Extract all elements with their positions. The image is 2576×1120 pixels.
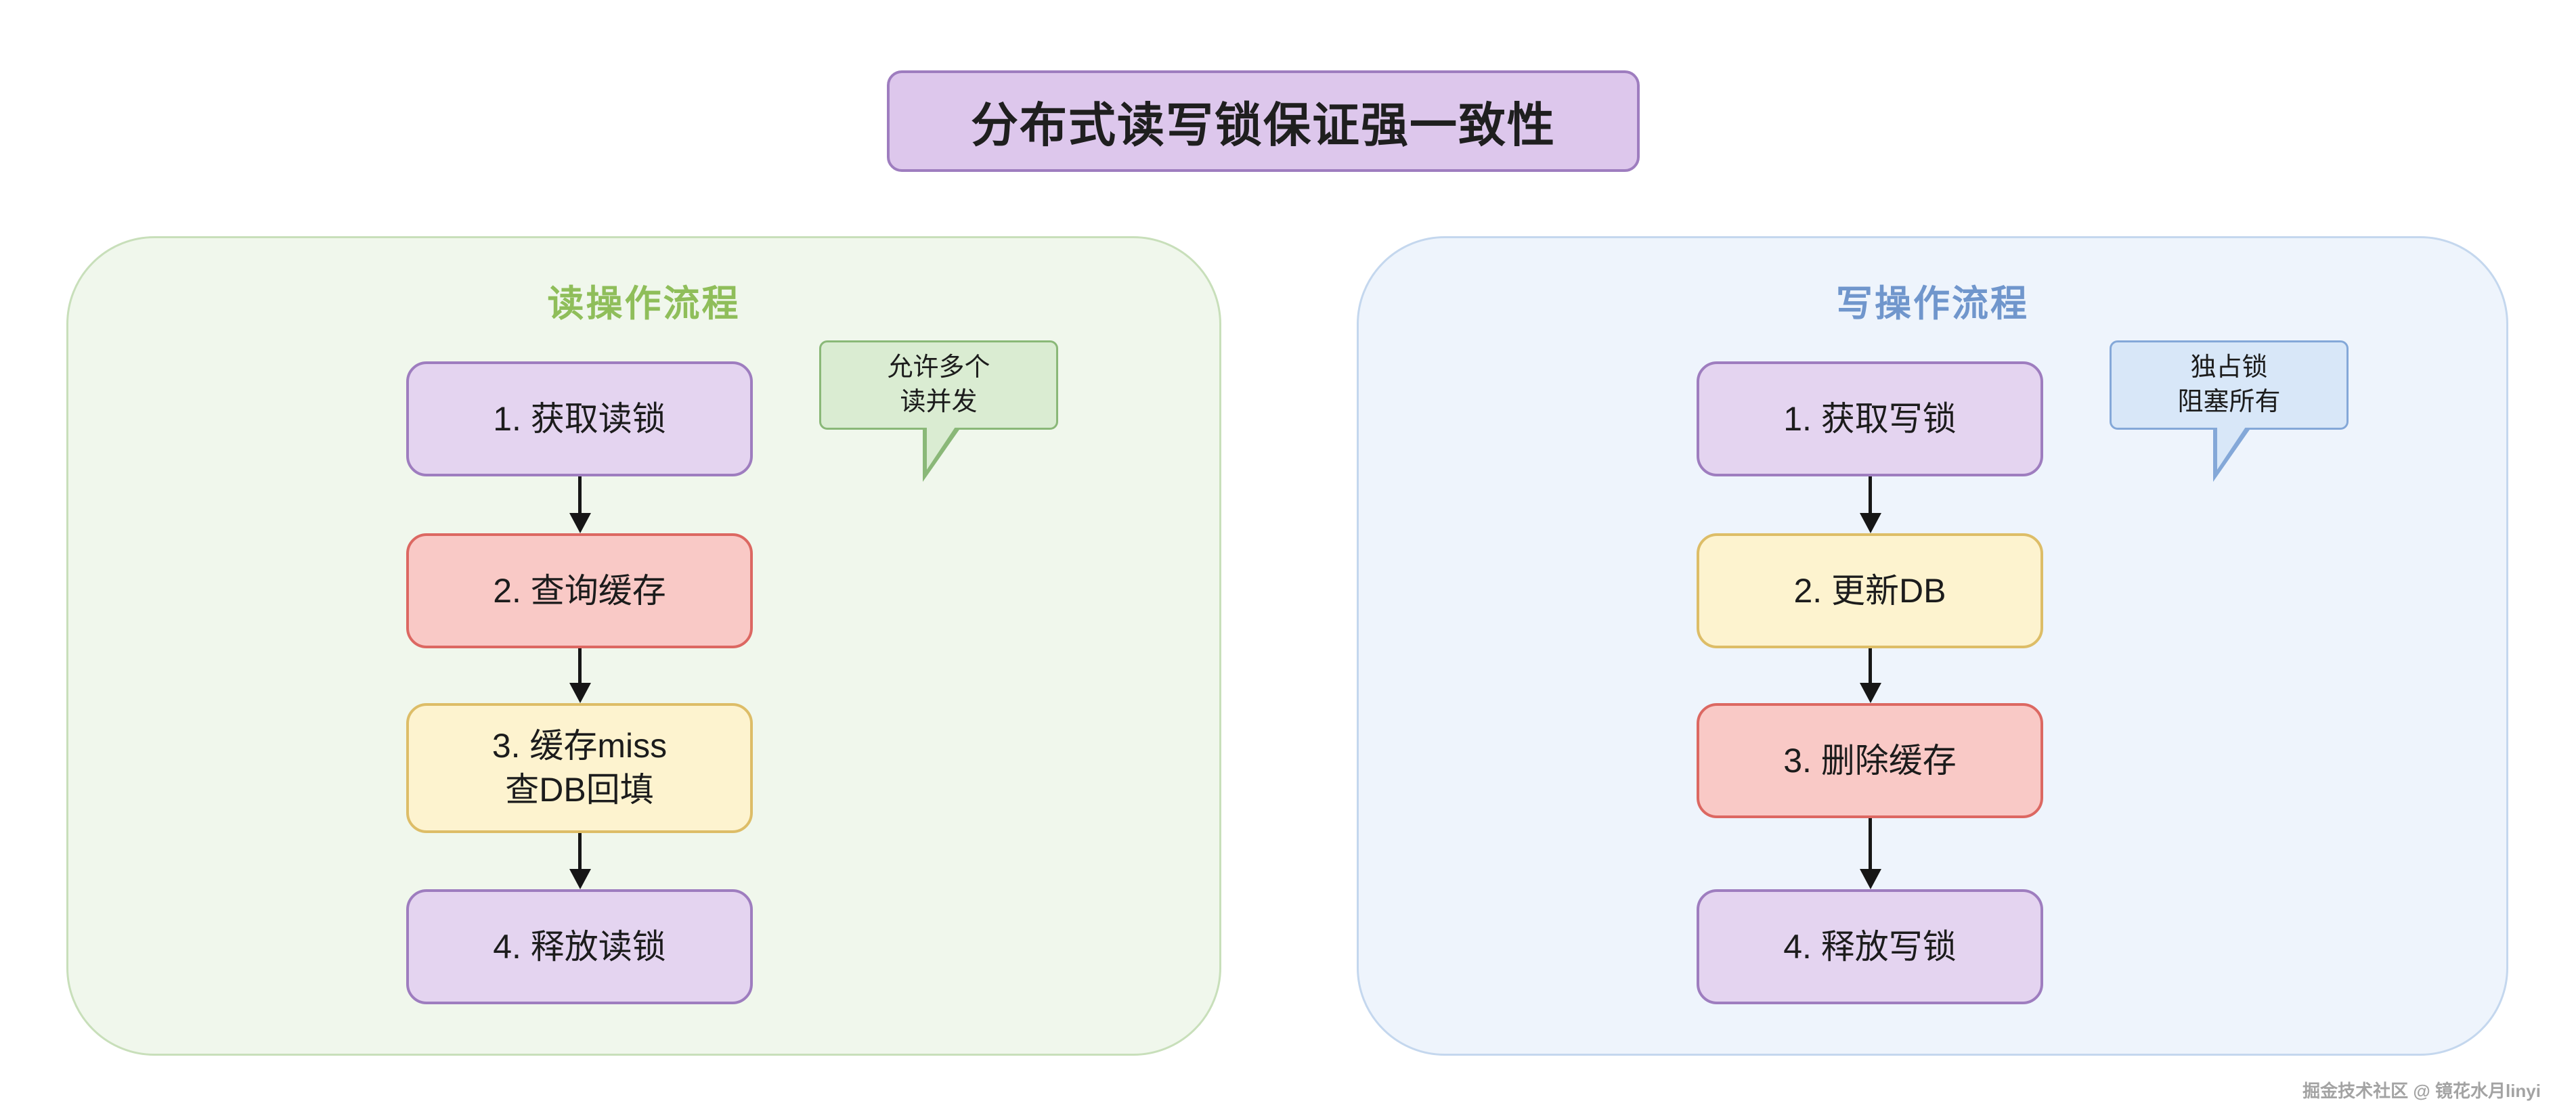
read-callout-bubble: 允许多个 读并发 (819, 340, 1058, 482)
read-flow-panel: 读操作流程 1. 获取读锁 2. 查询缓存 3. 缓存miss 查DB回填 4.… (66, 236, 1221, 1056)
read-flow-title: 读操作流程 (547, 284, 741, 324)
read-callout-text: 允许多个 读并发 (887, 353, 990, 416)
read-step-2-box: 2. 查询缓存 (406, 533, 753, 648)
write-callout-text: 独占锁 阻塞所有 (2177, 353, 2281, 416)
write-step-4-label: 4. 释放写锁 (1783, 927, 1957, 966)
read-step-3-label: 3. 缓存miss 查DB回填 (492, 727, 668, 809)
read-step-4-label: 4. 释放读锁 (493, 927, 666, 966)
write-step-1-box: 1. 获取写锁 (1697, 361, 2043, 476)
read-step-1-label: 1. 获取读锁 (493, 399, 666, 438)
diagram-title-box: 分布式读写锁保证强一致性 (887, 70, 1640, 172)
read-step-3-box: 3. 缓存miss 查DB回填 (406, 703, 753, 833)
write-step-1-label: 1. 获取写锁 (1783, 399, 1957, 438)
write-step-4-box: 4. 释放写锁 (1697, 889, 2043, 1004)
read-step-1-box: 1. 获取读锁 (406, 361, 753, 476)
write-flow-title: 写操作流程 (1836, 284, 2029, 324)
arrow-down-icon (1869, 476, 1872, 513)
arrow-down-icon (1869, 818, 1872, 869)
write-step-2-label: 2. 更新DB (1793, 571, 1946, 610)
write-step-2-box: 2. 更新DB (1697, 533, 2043, 648)
arrow-down-icon (578, 833, 582, 869)
arrow-down-icon (578, 476, 582, 513)
diagram-title: 分布式读写锁保证强一致性 (971, 98, 1556, 152)
arrow-down-icon (578, 648, 582, 683)
arrow-down-icon (1869, 648, 1872, 683)
write-callout-bubble: 独占锁 阻塞所有 (2110, 340, 2349, 482)
write-step-3-box: 3. 删除缓存 (1697, 703, 2043, 818)
watermark-text: 掘金技术社区 @ 镜花水月linyi (2302, 1081, 2541, 1101)
read-step-4-box: 4. 释放读锁 (406, 889, 753, 1004)
write-step-3-label: 3. 删除缓存 (1783, 741, 1957, 780)
write-flow-panel: 写操作流程 1. 获取写锁 2. 更新DB 3. 删除缓存 4. 释放写锁 独占… (1357, 236, 2508, 1056)
read-step-2-label: 2. 查询缓存 (493, 571, 666, 610)
